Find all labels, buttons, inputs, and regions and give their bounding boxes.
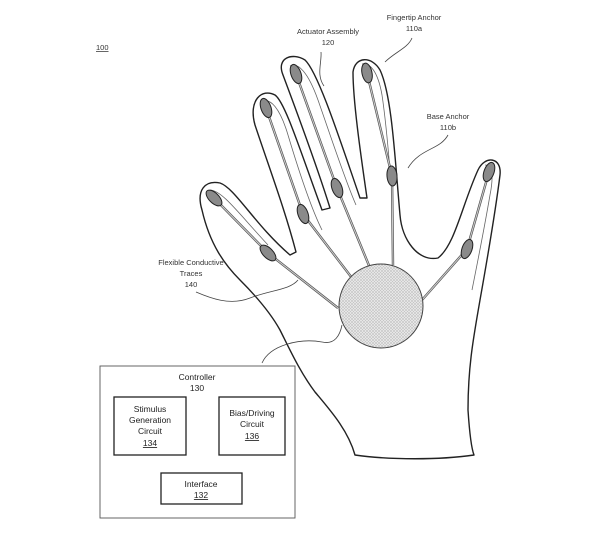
controller-title: Controller [179,372,216,382]
interface-ref: 132 [194,490,208,500]
little-finger-inner [209,189,269,246]
central-actuator [338,263,424,349]
base-anchor-thumb [460,238,474,260]
base-anchors [259,165,474,262]
bias-ref: 136 [245,431,259,441]
fingertip-anchor-ref: 110a [406,24,423,33]
fingertip-anchor-thumb [482,161,496,183]
base-anchor-label: Base Anchor [427,112,470,121]
base-anchor-ring [386,165,398,187]
traces-label-line1: Flexible Conductive [158,258,223,267]
leader-base-anchor [407,134,449,169]
bias-line1: Bias/Driving [229,408,275,418]
fingertip-anchor-little [205,189,223,207]
base-anchor-little [259,244,277,262]
base-anchor-ref: 110b [440,123,456,132]
fingertip-anchors [205,62,496,207]
base-anchor-middle [330,177,344,199]
interface-box [160,472,243,505]
stimulus-generation-circuit-box [113,396,187,456]
actuator-assembly-ref: 120 [322,38,335,47]
bias-driving-circuit-box [218,396,286,456]
leader-fingertip-anchor [384,37,413,63]
bias-line2: Circuit [240,419,265,429]
leader-controller [261,324,343,364]
interface-label: Interface [184,479,217,489]
stimulus-line1: Stimulus [134,404,167,414]
traces-label-line2: Traces [180,269,203,278]
controller-ref: 130 [190,383,204,393]
glove-outline [199,55,501,460]
stimulus-ref: 134 [143,438,157,448]
stimulus-line3: Circuit [138,426,163,436]
leader-traces [195,279,299,302]
actuator-assembly-label: Actuator Assembly [297,27,359,36]
fingertip-anchor-label: Fingertip Anchor [387,13,442,22]
base-anchor-index [296,203,310,225]
index-finger-inner [261,100,323,231]
stimulus-line2: Generation [129,415,171,425]
controller-block: Controller 130 Stimulus Generation Circu… [99,365,296,519]
leader-actuator-assembly [319,51,325,87]
fingertip-anchor-index [259,97,273,119]
traces-ref: 140 [185,280,198,289]
figure-ref: 100 [96,43,109,52]
fingertip-anchor-ring [361,62,373,84]
middle-finger-inner [289,64,357,206]
fingertip-anchor-middle [289,63,303,85]
